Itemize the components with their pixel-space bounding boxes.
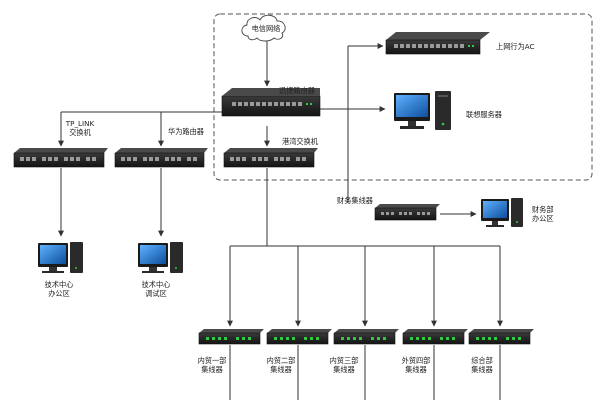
tech-office-label-line2: 办公区 (48, 289, 70, 298)
gangwan-label: 港湾交换机 (282, 137, 319, 146)
server-label: 联想服务器 (466, 110, 502, 119)
hub-zonghe-device (468, 329, 534, 345)
tech-office-label-line1: 技术中心 (45, 280, 74, 289)
hub-waimao4-device (402, 329, 468, 345)
hub3-label-line2: 集线器 (333, 365, 355, 374)
hub-neimao3-device (333, 329, 399, 345)
main-router-label: 迅捷路由器 (279, 86, 315, 95)
hub4-label-line1: 外贸四部 (402, 356, 431, 365)
server-computer-icon (394, 91, 451, 130)
huawei-label: 华为路由器 (168, 127, 204, 136)
hub1-label-line2: 集线器 (201, 365, 223, 374)
hub4-label-line2: 集线器 (405, 365, 427, 374)
connection-lines (58, 40, 503, 400)
finance-hub-device (374, 204, 440, 221)
tplink-label-line1: TP_LINK (65, 119, 95, 128)
hub3-label-line1: 内贸三部 (330, 356, 359, 365)
hub5-label-line1: 综合部 (471, 356, 493, 365)
tech-debug-computer-icon (138, 242, 183, 273)
tech-debug-label-line2: 调试区 (145, 289, 167, 298)
hub5-label-line2: 集线器 (471, 365, 493, 374)
hub1-label-line1: 内贸一部 (198, 356, 227, 365)
hub-neimao2-device (266, 329, 332, 345)
gangwan-switch-device (223, 148, 318, 168)
finance-hub-label: 财务集线器 (337, 196, 373, 205)
hub2-label-line2: 集线器 (270, 365, 292, 374)
internal-network-boundary (213, 13, 593, 181)
hub-neimao1-device (198, 329, 264, 345)
ac-device (385, 32, 490, 55)
ac-label: 上网行为AC (496, 42, 535, 51)
tplink-label-line2: 交换机 (69, 128, 91, 137)
telecom-cloud-icon (241, 14, 286, 42)
telecom-label: 电信网络 (252, 24, 281, 33)
main-router-device (221, 88, 321, 117)
tech-debug-label-line1: 技术中心 (142, 280, 171, 289)
finance-computer-icon (481, 198, 523, 227)
finance-pc-label-line1: 财务部 (532, 205, 554, 214)
hub2-label-line1: 内贸二部 (267, 356, 296, 365)
huawei-router-device (114, 148, 208, 168)
finance-pc-label-line2: 办公区 (532, 214, 554, 223)
tplink-switch-device (13, 148, 108, 168)
tech-office-computer-icon (38, 242, 83, 273)
